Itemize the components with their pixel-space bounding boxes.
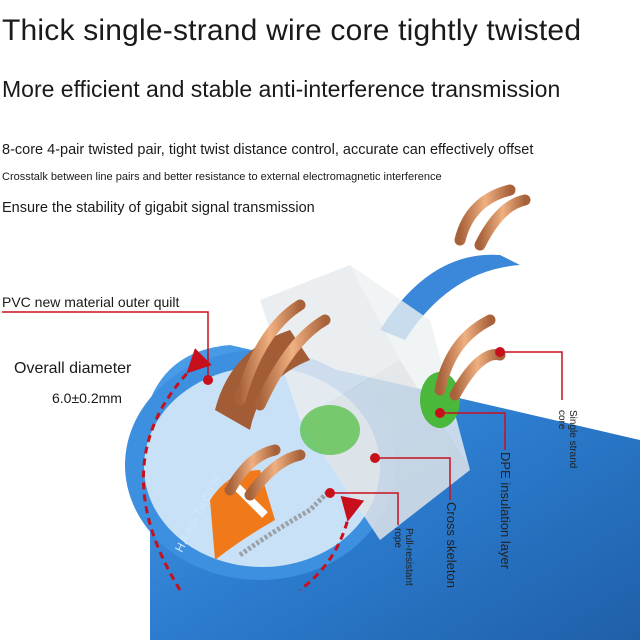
copper-cores — [224, 184, 531, 501]
feature-line-2: Crosstalk between line pairs and better … — [2, 171, 442, 183]
diameter-arrow-end — [299, 495, 365, 592]
feature-line-1: 8-core 4-pair twisted pair, tight twist … — [2, 142, 534, 158]
pull-rope — [238, 488, 332, 558]
label-pull-resistant-rope: Pull-resistant rope — [392, 528, 414, 586]
green-pair — [300, 372, 460, 455]
label-pvc-outer-quilt: PVC new material outer quilt — [2, 294, 180, 310]
label-dpe-insulation: DPE insulation layer — [498, 452, 513, 570]
label-overall-diameter: Overall diameter — [14, 360, 132, 377]
page-subtitle: More efficient and stable anti-interfere… — [2, 76, 561, 102]
label-overall-diameter-value: 6.0±0.2mm — [52, 390, 122, 406]
label-cross-skeleton: Cross skeleton — [444, 502, 459, 588]
page-title: Thick single-strand wire core tightly tw… — [2, 14, 582, 47]
leader-dots — [203, 347, 505, 498]
leader-lines — [2, 311, 563, 525]
label-single-strand-core: Single strand core — [556, 410, 578, 469]
feature-line-3: Ensure the stability of gigabit signal t… — [2, 200, 315, 216]
diameter-arrow — [141, 348, 212, 591]
